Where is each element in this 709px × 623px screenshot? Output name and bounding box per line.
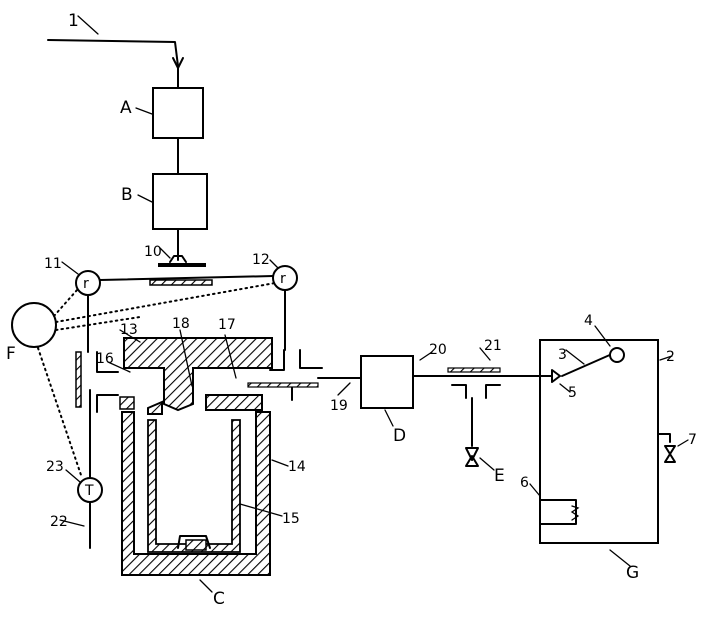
label-13: 13 bbox=[120, 322, 138, 338]
label-g: G bbox=[626, 563, 639, 583]
crucible-15 bbox=[147, 419, 283, 553]
label-f: F bbox=[6, 344, 16, 364]
label-2: 2 bbox=[666, 349, 675, 365]
label-c: C bbox=[213, 589, 225, 609]
label-21: 21 bbox=[484, 338, 502, 354]
label-6: 6 bbox=[520, 475, 529, 491]
label-17: 17 bbox=[218, 317, 236, 333]
label-12: 12 bbox=[252, 252, 270, 268]
label-5: 5 bbox=[568, 385, 577, 401]
chamber-g bbox=[529, 325, 689, 567]
gauge-11 bbox=[61, 261, 101, 353]
gauge-23-letter: T bbox=[84, 483, 94, 499]
label-b: B bbox=[121, 185, 133, 205]
label-10: 10 bbox=[144, 244, 162, 260]
pointer-18 bbox=[179, 329, 193, 387]
label-22: 22 bbox=[50, 514, 68, 530]
lid-13 bbox=[119, 329, 273, 415]
label-e: E bbox=[494, 466, 505, 486]
valve-10 bbox=[149, 247, 213, 286]
label-3: 3 bbox=[558, 347, 567, 363]
label-15: 15 bbox=[282, 511, 300, 527]
label-7: 7 bbox=[688, 432, 697, 448]
vessel-14 bbox=[121, 411, 289, 576]
label-23: 23 bbox=[46, 459, 64, 475]
label-a: A bbox=[120, 98, 132, 118]
label-11: 11 bbox=[44, 256, 62, 272]
box-b bbox=[137, 137, 208, 261]
gauge-11-letter: r bbox=[83, 276, 89, 292]
box-d bbox=[337, 351, 541, 427]
right-wall bbox=[247, 349, 361, 401]
label-20: 20 bbox=[429, 342, 447, 358]
label-4: 4 bbox=[584, 313, 593, 329]
label-14: 14 bbox=[288, 459, 306, 475]
box-a bbox=[135, 65, 204, 139]
gauge-12 bbox=[269, 259, 298, 351]
label-16: 16 bbox=[96, 351, 114, 367]
gauge-link-line bbox=[99, 275, 274, 281]
gauge-12-letter: r bbox=[280, 271, 286, 287]
left-wall bbox=[75, 351, 135, 413]
pointer-17 bbox=[224, 334, 237, 379]
valve-21 bbox=[447, 347, 501, 471]
label-1: 1 bbox=[68, 11, 79, 31]
gauge-23 bbox=[59, 389, 103, 549]
controller-f bbox=[11, 282, 276, 479]
label-d: D bbox=[393, 426, 406, 446]
label-19: 19 bbox=[330, 398, 348, 414]
pointer-16 bbox=[107, 361, 131, 373]
label-18: 18 bbox=[172, 316, 190, 332]
pointer-c bbox=[199, 579, 213, 593]
labels: 1 A B 10 11 12 13 16 18 17 F 23 22 14 15… bbox=[6, 11, 697, 609]
